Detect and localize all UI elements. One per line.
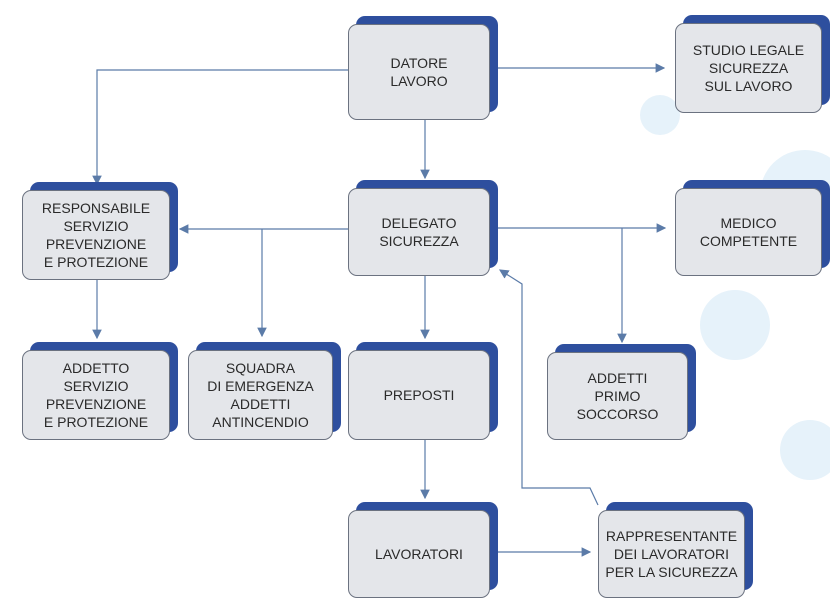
node-medico-competente: MEDICO COMPETENTE (675, 188, 822, 276)
line-datore-responsabile (92, 69, 348, 186)
background-bubble (700, 290, 770, 360)
node-datore-lavoro: DATORE LAVORO (348, 24, 490, 120)
node-rappresentante-lavoratori: RAPPRESENTANTE DEI LAVORATORI PER LA SIC… (598, 510, 745, 598)
node-delegato-sicurezza: DELEGATO SICUREZZA (348, 188, 490, 276)
node-lavoratori: LAVORATORI (348, 510, 490, 598)
node-responsabile-spp: RESPONSABILE SERVIZIO PREVENZIONE E PROT… (22, 190, 170, 280)
node-addetti-primo-soccorso: ADDETTI PRIMO SOCCORSO (547, 352, 688, 440)
node-studio-legale: STUDIO LEGALE SICUREZZA SUL LAVORO (675, 23, 822, 113)
background-bubble (640, 95, 680, 135)
node-preposti: PREPOSTI (348, 350, 490, 440)
node-addetto-spp: ADDETTO SERVIZIO PREVENZIONE E PROTEZION… (22, 350, 170, 440)
background-bubble (780, 420, 830, 480)
node-squadra-emergenza: SQUADRA DI EMERGENZA ADDETTI ANTINCENDIO (188, 350, 333, 440)
line-rappresentante-delegato (498, 269, 599, 506)
